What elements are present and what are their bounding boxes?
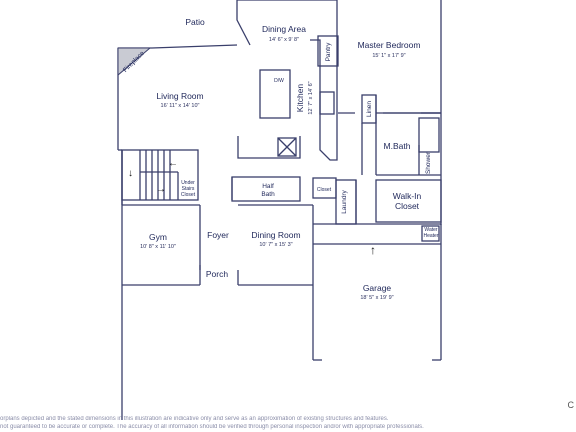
- label-under-stairs-2: Stairs: [182, 186, 195, 192]
- dim-living-room: 16' 11" x 14' 10": [161, 103, 200, 109]
- disclaimer-line-2: not guaranteed to be accurate or complet…: [0, 424, 424, 430]
- dim-dining-area: 14' 6" x 9' 8": [269, 37, 299, 43]
- label-water-heater-1: Water: [424, 227, 437, 233]
- fireplace-block: [117, 47, 152, 77]
- room-master-bath: M.Bath: [384, 141, 411, 151]
- dim-master-bedroom: 15' 1" x 17' 9": [372, 53, 405, 59]
- room-garage: Garage: [363, 283, 392, 293]
- room-dining-room: Dining Room: [251, 230, 300, 240]
- svg-text:↑: ↑: [370, 243, 376, 257]
- dim-kitchen: 12' 7" x 14' 6": [308, 81, 314, 114]
- disclaimer-line-1: orplans depicted and the stated dimensio…: [0, 416, 389, 422]
- label-pantry: Pantry: [325, 42, 332, 62]
- room-gym: Gym: [149, 232, 167, 242]
- svg-text:↓: ↓: [128, 168, 133, 179]
- room-walk-in-1: Walk-In: [393, 191, 422, 201]
- room-kitchen: Kitchen: [295, 84, 305, 113]
- label-under-stairs-1: Under: [181, 180, 195, 186]
- label-closet: Closet: [317, 187, 332, 193]
- label-linen: Linen: [366, 101, 373, 117]
- room-dining-area: Dining Area: [262, 24, 306, 34]
- room-half-bath-2: Bath: [261, 191, 275, 198]
- svg-text:←: ←: [168, 158, 178, 169]
- dim-garage: 18' 5" x 19' 9": [360, 295, 393, 301]
- room-walk-in-2: Closet: [395, 201, 420, 211]
- label-under-stairs-3: Closet: [181, 192, 196, 198]
- dim-dining-room: 10' 7" x 15' 3": [259, 242, 292, 248]
- label-water-heater-2: Heater: [423, 233, 438, 239]
- svg-text:→: →: [156, 184, 166, 195]
- room-master-bedroom: Master Bedroom: [358, 40, 421, 50]
- label-shower: Shower: [425, 151, 432, 174]
- room-porch: Porch: [206, 269, 228, 279]
- room-half-bath-1: Half: [262, 183, 274, 190]
- walls: [117, 0, 442, 420]
- room-foyer: Foyer: [207, 230, 229, 240]
- edge-glyph: C: [567, 400, 575, 410]
- stair-arrows: ↓ ← → ↑: [128, 158, 376, 257]
- label-dishwasher: D/W: [274, 78, 284, 84]
- room-patio: Patio: [185, 17, 205, 27]
- room-living-room: Living Room: [156, 91, 203, 101]
- room-laundry: Laundry: [341, 190, 348, 214]
- dim-gym: 10' 8" x 11' 10": [140, 244, 176, 250]
